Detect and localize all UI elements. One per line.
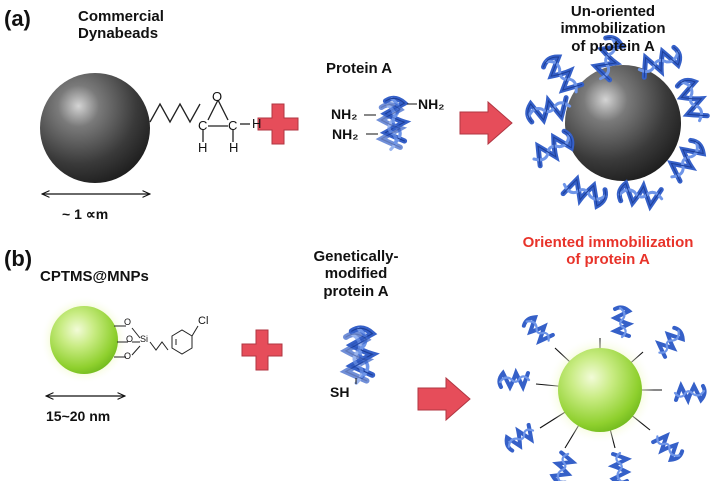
gm-protein-title-line2: modified — [324, 265, 388, 283]
epoxide-hydrogen3: H — [252, 116, 262, 131]
bead-size-label: ~ 1 ∝m — [62, 206, 109, 222]
nh2-left1-label: NH₂ — [331, 106, 358, 122]
cptms-nanoparticle — [50, 306, 118, 374]
unoriented-title: Un-oriented immobilization of protein A — [518, 3, 708, 55]
sh-label: SH — [330, 384, 350, 400]
dynabead-title-line1: Commercial — [78, 8, 164, 25]
oriented-title-line1: Oriented immobilization — [522, 234, 694, 251]
epoxide-hydrogen2: H — [229, 140, 239, 155]
oriented-title-line2: of protein A — [566, 251, 650, 269]
protein-a-structure — [381, 98, 404, 149]
dynabead-title: Commercial Dynabeads — [78, 8, 164, 43]
epoxide-linker — [149, 99, 250, 142]
gm-protein-title: Genetically- modified protein A — [296, 248, 416, 300]
epoxide-carbon2: C — [228, 118, 238, 133]
cptms-oxygen1: O — [124, 317, 132, 327]
reaction-arrow — [417, 376, 471, 422]
nh2-top-label: NH₂ — [418, 96, 445, 112]
dynabead-title-line2: Dynabeads — [78, 25, 159, 43]
cptms-oxygen2: O — [126, 334, 134, 344]
nanoparticle-coated — [558, 348, 642, 432]
cptms-silicon: Si — [140, 334, 149, 344]
cptms-oxygen3: O — [124, 351, 132, 361]
protein-a-title: Protein A — [326, 60, 393, 77]
plus-icon — [241, 329, 283, 371]
panel-b-label: (b) — [4, 246, 33, 271]
oriented-title: Oriented immobilization of protein A — [506, 234, 710, 269]
nh2-left2-label: NH₂ — [332, 126, 359, 142]
gm-protein-title-line3: protein A — [323, 282, 389, 300]
epoxide-hydrogen1: H — [198, 140, 208, 155]
np-size-label: 15~20 nm — [46, 408, 111, 424]
cptms-chlorine: Cl — [198, 315, 209, 327]
epoxide-oxygen: O — [212, 89, 223, 104]
epoxide-carbon1: C — [198, 118, 208, 133]
unoriented-title-line1: Un-oriented immobilization — [560, 3, 666, 38]
gm-protein-a-structure — [346, 328, 372, 383]
reaction-arrow — [459, 100, 513, 146]
cptms-title: CPTMS@MNPs — [40, 268, 149, 285]
gm-protein-title-line1: Genetically- — [313, 248, 399, 265]
plus-icon — [257, 103, 299, 145]
cptms-linker — [114, 325, 199, 358]
panel-a-label: (a) — [4, 6, 31, 31]
dynabead-coated — [565, 65, 681, 181]
unoriented-title-line2: of protein A — [571, 37, 655, 55]
dynabead — [40, 73, 150, 183]
